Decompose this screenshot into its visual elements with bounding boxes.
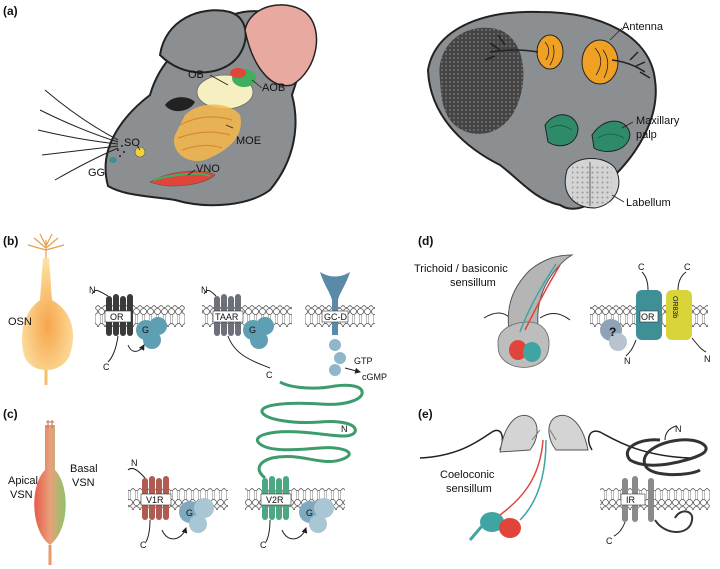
label-apical-1: Apical xyxy=(8,475,38,487)
label-v2r: V2R xyxy=(266,495,284,505)
label-moe: MOE xyxy=(236,135,261,147)
label-n-v2r: N xyxy=(341,424,348,434)
label-g-taar: G xyxy=(249,325,256,335)
label-trichoid-2: sensillum xyxy=(450,277,496,289)
label-maxillary-1: Maxillary xyxy=(636,115,680,127)
eye xyxy=(165,97,195,112)
or-receptor-b xyxy=(91,289,185,363)
label-gg: GG xyxy=(88,167,105,179)
mouse-head xyxy=(37,4,318,207)
label-basal-1: Basal xyxy=(70,463,98,475)
label-c-v1r: C xyxy=(140,540,147,550)
label-taar: TAAR xyxy=(215,312,239,322)
label-v1r: V1R xyxy=(146,495,164,505)
panel-e-label: (e) xyxy=(418,407,433,421)
label-c-ir: C xyxy=(606,536,613,546)
label-vno: VNO xyxy=(196,163,220,175)
label-trichoid-1: Trichoid / basiconic xyxy=(414,263,508,275)
label-n-ir: N xyxy=(675,424,682,434)
ear xyxy=(244,4,318,87)
label-c-v2r: C xyxy=(260,540,267,550)
label-apical-2: VSN xyxy=(10,489,33,501)
septal-organ xyxy=(134,146,146,158)
grueneberg-ganglion xyxy=(109,157,117,163)
panel-c-label: (c) xyxy=(3,407,18,421)
label-or-d: OR xyxy=(641,312,655,322)
or-or83b-complex xyxy=(590,271,708,357)
aob-red xyxy=(230,68,246,78)
panel-d-label: (d) xyxy=(418,234,433,248)
panel-a-label: (a) xyxy=(3,4,18,18)
label-c-taar: C xyxy=(266,370,273,380)
label-aob: AOB xyxy=(262,82,285,94)
v2r-receptor xyxy=(245,380,364,543)
maxillary-palp-left xyxy=(544,114,579,147)
label-n-taar: N xyxy=(201,285,208,295)
vsn-cells xyxy=(34,420,66,565)
label-c-or-d: C xyxy=(638,262,645,272)
coeloconic-sensillum xyxy=(419,414,691,541)
label-basal-2: VSN xyxy=(72,477,95,489)
label-n-or: N xyxy=(89,285,96,295)
label-cgmp: cGMP xyxy=(362,372,387,382)
label-osn: OSN xyxy=(8,316,32,328)
v1r-receptor xyxy=(127,467,228,543)
label-n-v1r: N xyxy=(131,458,138,468)
label-question: ? xyxy=(609,325,616,339)
label-gtp: GTP xyxy=(354,356,373,366)
label-c-or: C xyxy=(103,362,110,372)
label-coeloconic-1: Coeloconic xyxy=(440,469,495,481)
label-antenna: Antenna xyxy=(622,21,664,33)
ir-receptor xyxy=(600,425,710,537)
label-maxillary-2: palp xyxy=(636,129,657,141)
compound-eye xyxy=(439,27,524,134)
label-g-or: G xyxy=(142,325,149,335)
whiskers xyxy=(37,89,119,181)
label-gcd: GC-D xyxy=(324,312,347,322)
label-labellum: Labellum xyxy=(626,197,671,209)
label-coeloconic-2: sensillum xyxy=(446,483,492,495)
arista xyxy=(484,34,651,79)
osn-cell xyxy=(21,233,74,385)
antenna-right xyxy=(581,39,619,85)
label-n-or83b: N xyxy=(704,354,711,364)
label-or-b: OR xyxy=(110,312,124,322)
panel-b-label: (b) xyxy=(3,234,18,248)
label-so: SO xyxy=(124,137,140,149)
label-n-or-d: N xyxy=(624,356,631,366)
fly-head xyxy=(426,10,657,210)
label-c-or83b: C xyxy=(684,262,691,272)
trichoid-sensillum xyxy=(483,254,574,368)
label-ir: IR xyxy=(626,495,636,505)
gcd-receptor xyxy=(305,272,375,376)
label-g-v1r: G xyxy=(186,508,193,518)
antenna-left xyxy=(536,34,564,70)
maxillary-palp-right xyxy=(591,120,631,152)
label-g-v2r: G xyxy=(306,508,313,518)
label-ob: OB xyxy=(188,69,204,81)
label-or83b: OR83b xyxy=(671,296,678,318)
taar-receptor xyxy=(202,289,292,369)
